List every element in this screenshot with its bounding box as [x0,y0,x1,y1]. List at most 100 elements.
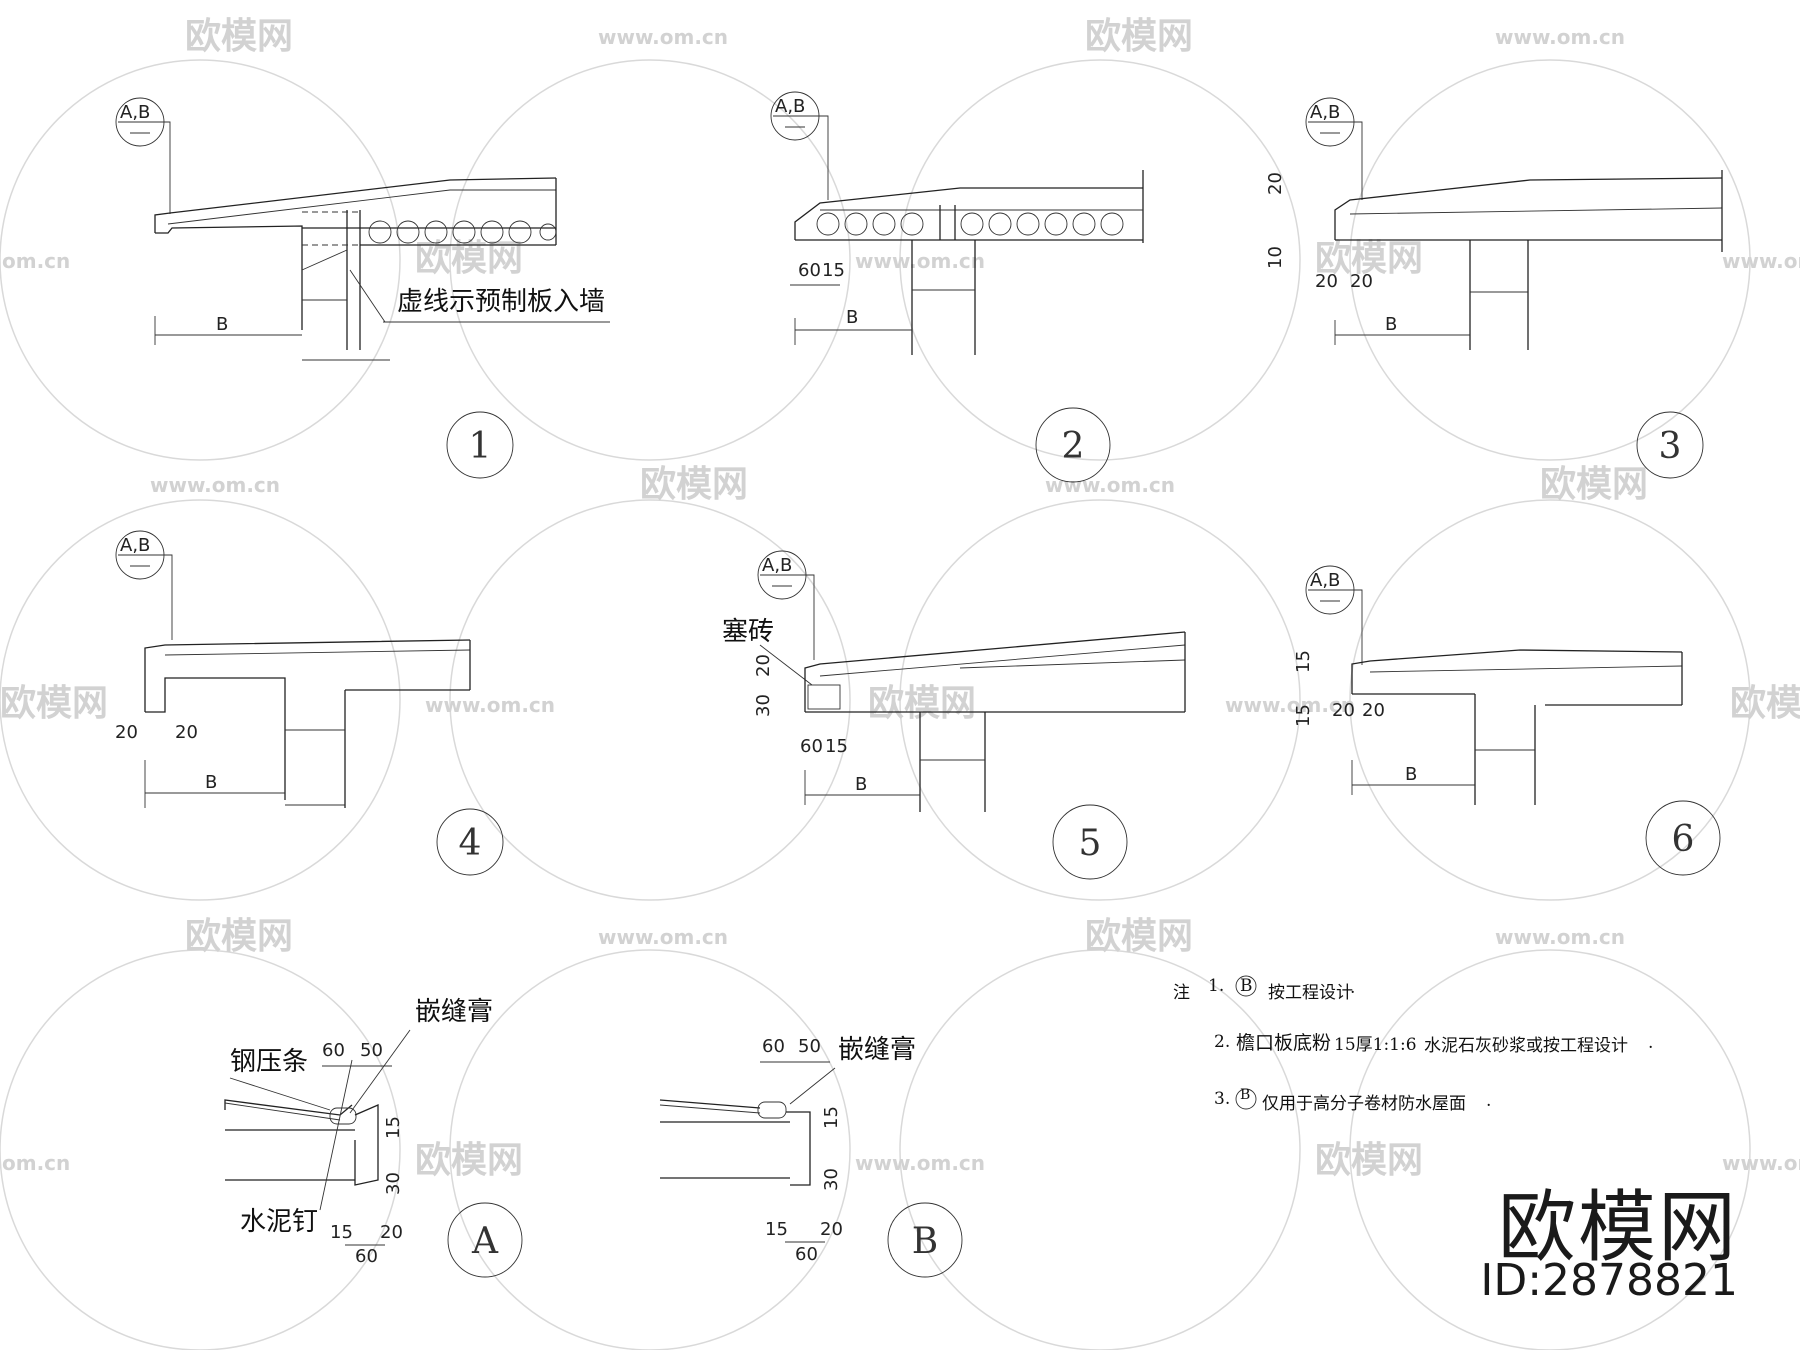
detail-tag-label: A,B [762,555,792,576]
detail-number: B [912,1221,938,1262]
wm-site: www.om.cn [598,25,728,49]
dim-b: B [1385,314,1397,335]
dim-20: 20 [753,654,774,677]
wm-brand: 欧模网 [1085,16,1193,57]
dim-20: 20 [175,722,198,743]
callout-text: 塞砖 [722,617,774,647]
wm-brand: 欧模网 [640,464,748,505]
wm-site: www.om.cn [150,473,280,497]
detail-number: 3 [1659,426,1682,467]
wm-site: www.om.cn [855,249,985,273]
detail-number: 1 [469,426,492,467]
dim-20: 20 [1362,700,1385,721]
detail-number: 4 [459,823,482,864]
detail-b: 嵌缝膏 60 50 15 30 15 20 60 B [659,1035,963,1278]
note-2-text-b: 15厚1:1:6 [1334,1035,1417,1055]
note-3-end: . [1486,1091,1492,1111]
detail-number-circle [446,411,514,479]
brand-logo-text: 欧模网 [1497,1183,1738,1273]
dim-50: 50 [798,1036,821,1057]
dim-b: B [855,774,867,795]
wm-brand: 欧模网 [1730,683,1800,724]
dim-10: 10 [1265,246,1286,269]
dim-b: B [216,314,228,335]
dim-30: 30 [821,1168,842,1191]
detail-1: A,B 虚线示预制板入墙 B 1 [115,97,610,479]
wm-site: www.om.cn [1225,693,1355,717]
label-steel-strip: 钢压条 [230,1047,308,1077]
wm-site: om.cn [2,1151,70,1175]
wm-site: www.om.cn [425,693,555,717]
notes-prefix: 注 [1173,983,1190,1003]
wm-site: www.om.cn [1495,25,1625,49]
watermark-circles [0,59,1751,1350]
note-1-text: 按工程设计 [1268,983,1353,1003]
note-1-end: . [1350,978,1356,998]
watermark-texts: 欧模网 www.om.cn 欧模网 www.om.cn om.cn 欧模网 ww… [0,16,1800,1181]
note-2-text-a: 檐口板底粉 [1236,1032,1332,1054]
detail-number: 6 [1672,819,1695,860]
wm-brand: 欧模网 [1540,464,1648,505]
dim-30: 30 [383,1172,404,1195]
wm-site: www.om.cn [1722,249,1800,273]
dim-15: 15 [1293,650,1314,673]
detail-tag-label: A,B [1310,570,1340,591]
dim-30: 30 [753,694,774,717]
detail-tag-label: A,B [775,96,805,117]
dim-20: 20 [115,722,138,743]
dim-20: 20 [1332,700,1355,721]
wm-brand: 欧模网 [0,683,108,724]
dim-60: 60 [798,260,821,281]
dim-15: 15 [825,736,848,757]
wm-site: www.om.cn [1045,473,1175,497]
detail-4: A,B 20 20 B 4 [115,530,504,876]
detail-2: A,B 60 15 B 2 [770,91,1144,483]
wm-site: www.om.cn [1722,1151,1800,1175]
dim-60: 60 [355,1246,378,1267]
dim-15: 15 [330,1222,353,1243]
detail-3: A,B 20 10 20 20 B 3 [1265,97,1723,479]
wm-brand: 欧模网 [1315,238,1423,279]
wm-site: www.om.cn [855,1151,985,1175]
dim-15: 15 [1293,704,1314,727]
wm-site: www.om.cn [598,925,728,949]
dim-15: 15 [821,1106,842,1129]
detail-tag-label: A,B [120,102,150,123]
wm-site: om.cn [2,249,70,273]
detail-number: A [471,1221,499,1262]
dim-20: 20 [1350,271,1373,292]
dim-60: 60 [795,1244,818,1265]
note-3-num: 3. [1214,1089,1231,1109]
note-2-num: 2. [1214,1032,1231,1052]
detail-6: A,B 15 15 20 20 B 6 [1293,565,1721,876]
dim-b: B [205,772,217,793]
detail-tag-label: A,B [120,535,150,556]
dim-20: 20 [1265,172,1286,195]
dim-60: 60 [800,736,823,757]
label-cement-nail: 水泥钉 [240,1207,318,1237]
detail-tag-label: A,B [1310,102,1340,123]
dim-b: B [846,307,858,328]
note-3-text: 仅用于高分子卷材防水屋面 [1262,1094,1466,1114]
wm-brand: 欧模网 [185,16,293,57]
note-2-text-c: 水泥石灰砂浆或按工程设计 [1424,1036,1628,1056]
detail-number: 2 [1062,426,1085,467]
note-2-end: . [1648,1033,1654,1053]
wm-site: www.om.cn [1495,925,1625,949]
wm-brand: 欧模网 [415,1140,523,1181]
dim-60: 60 [762,1036,785,1057]
dim-20: 20 [1315,271,1338,292]
note-1-mark: B [1240,976,1253,996]
note-3-mark: B [1240,1087,1251,1103]
note-circle-b-1 [1235,975,1257,997]
dim-15: 15 [765,1219,788,1240]
detail-number: 5 [1079,823,1102,864]
wm-brand: 欧模网 [868,683,976,724]
note-1-num: 1. [1208,976,1225,996]
detail-5: A,B 塞砖 20 30 60 15 B 5 [722,550,1186,880]
dim-b: B [1405,764,1417,785]
dim-20: 20 [820,1219,843,1240]
wm-brand: 欧模网 [1085,916,1193,957]
label-sealant: 嵌缝膏 [838,1035,916,1065]
